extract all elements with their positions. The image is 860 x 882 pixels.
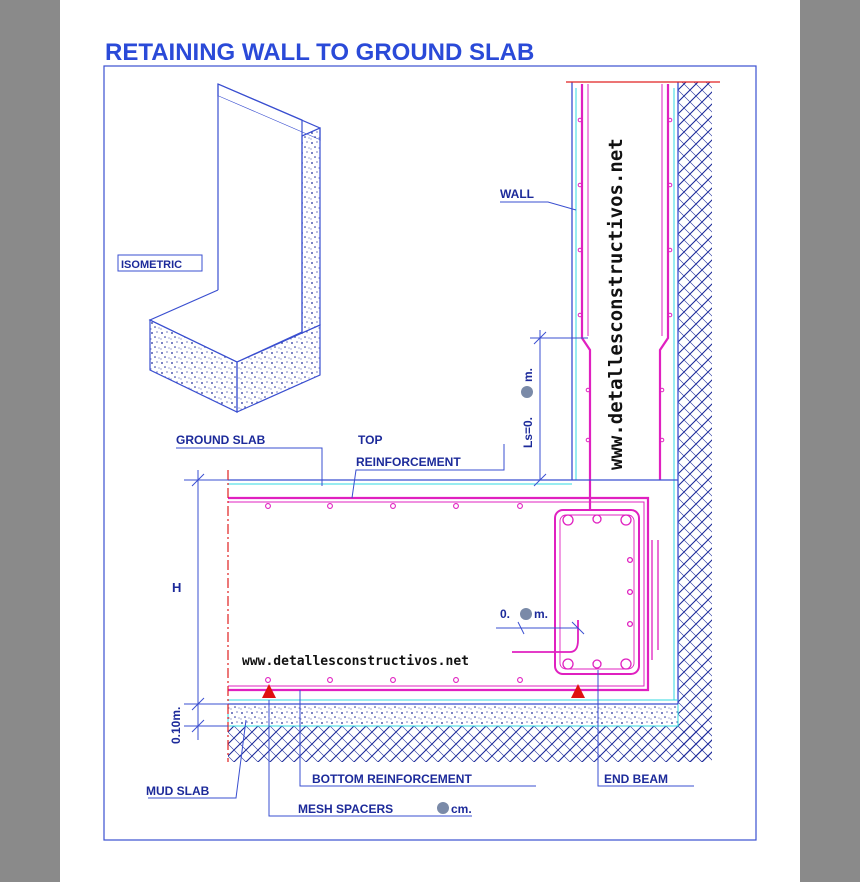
wall-callout xyxy=(500,201,577,211)
ls-dim-label: Ls=0. xyxy=(521,417,535,448)
end-beam-hook xyxy=(512,620,579,653)
wall-rebar-right xyxy=(658,84,670,480)
iso-slab-front-face xyxy=(149,319,238,413)
bottom-reinforcement-label: BOTTOM REINFORCEMENT xyxy=(312,772,472,786)
mesh-spacer-left xyxy=(262,684,276,698)
ls-dim-blob xyxy=(521,386,533,398)
iso-wall-side-face xyxy=(301,127,321,334)
bottom-reinforcement-callout xyxy=(299,690,536,787)
mesh-spacer-right xyxy=(571,684,585,698)
end-beam-callout xyxy=(597,670,694,787)
horizontal-watermark: www.detallesconstructivos.net xyxy=(242,654,469,669)
iso-wall-outline xyxy=(148,83,321,363)
mesh-spacers-unit: cm. xyxy=(451,802,472,816)
section-view: H 0.10m. Ls=0. m. 0. m. www.detallescons… xyxy=(146,81,720,817)
mesh-spacers-blob xyxy=(437,802,449,814)
mesh-spacers-label: MESH SPACERS xyxy=(298,802,393,816)
dim-010-label: 0.10m. xyxy=(169,707,183,744)
drawing-title: RETAINING WALL TO GROUND SLAB xyxy=(105,39,534,66)
isometric-label-box xyxy=(117,254,203,272)
slab-main-rebar xyxy=(228,496,650,692)
mud-slab xyxy=(227,703,679,727)
mud-slab-label: MUD SLAB xyxy=(146,784,210,798)
isometric-label: ISOMETRIC xyxy=(121,259,182,271)
beam-dim-label: 0. xyxy=(500,607,510,621)
ls-dim-unit: m. xyxy=(521,368,535,382)
wall-rebar-dots xyxy=(577,117,673,443)
end-beam-bars xyxy=(562,514,634,670)
ground-slab-label: GROUND SLAB xyxy=(176,433,266,447)
ground-slab-callout xyxy=(176,447,323,486)
soil-hatch-right xyxy=(678,82,712,762)
end-beam-stirrup xyxy=(554,509,640,675)
beam-dim-unit: m. xyxy=(534,607,548,621)
slab-rebar-dots xyxy=(265,503,523,683)
top-reinforcement-label-1: TOP xyxy=(358,433,382,447)
soil-hatch-bottom xyxy=(228,726,712,762)
height-label: H xyxy=(172,580,181,595)
isometric-view: ISOMETRIC xyxy=(117,83,321,413)
wall-rebar-left xyxy=(580,84,592,510)
beam-dim-blob xyxy=(520,608,532,620)
wall-label: WALL xyxy=(500,187,534,201)
mud-slab-callout xyxy=(148,719,247,799)
end-beam-label: END BEAM xyxy=(604,772,668,786)
mesh-spacers-callout xyxy=(268,700,472,817)
drawing-frame xyxy=(103,65,757,841)
vertical-watermark: www.detallesconstructivos.net xyxy=(605,138,627,470)
dimension-ls xyxy=(530,330,588,487)
top-reinforcement-callout xyxy=(351,444,505,499)
dimension-h xyxy=(184,470,228,740)
dimension-beam xyxy=(496,621,585,635)
iso-slab-side-face xyxy=(236,324,321,413)
top-reinforcement-label-2: REINFORCEMENT xyxy=(356,455,461,469)
